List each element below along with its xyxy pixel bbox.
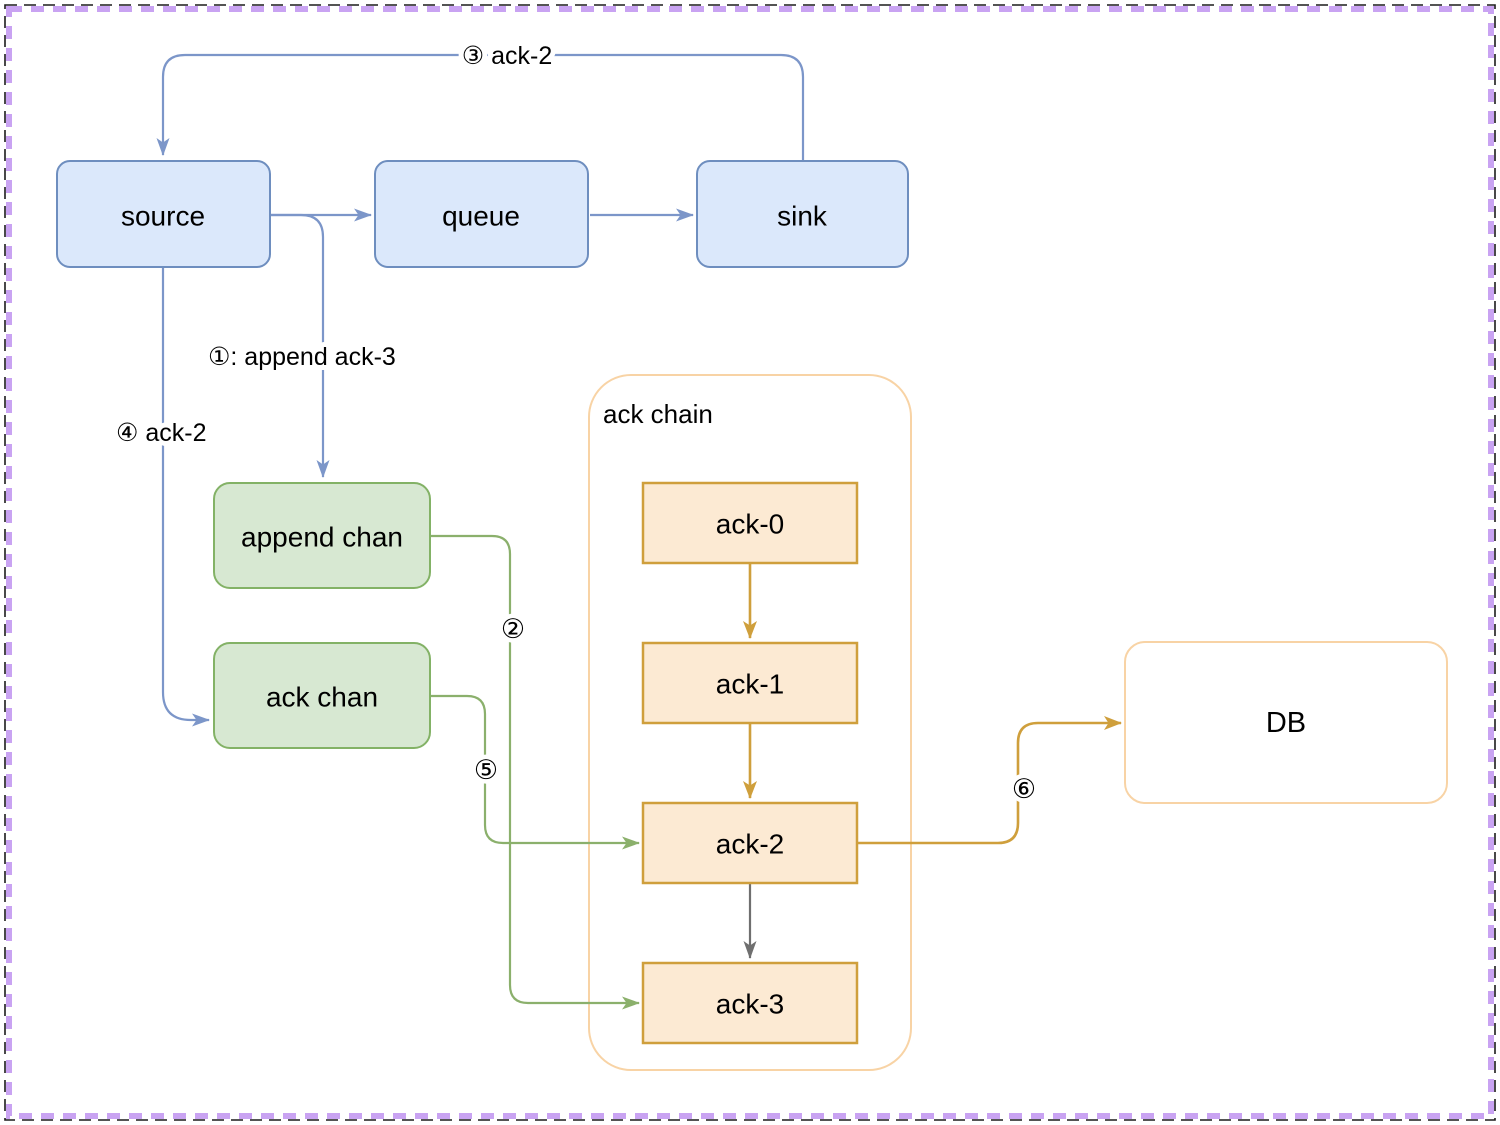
ack1-box xyxy=(641,641,859,725)
sink-box xyxy=(696,160,909,268)
node-source: source xyxy=(56,160,271,268)
edge-ack-chan-to-ack2 xyxy=(430,694,640,850)
edge-sink-to-source xyxy=(156,53,805,162)
node-db: DB xyxy=(1124,641,1448,804)
edge-label-step1: ①: append ack-3 xyxy=(208,343,396,371)
selection-border-purple xyxy=(6,6,1494,1119)
node-ack1: ack-1 xyxy=(641,641,859,725)
node-ack-chan: ack chan xyxy=(213,642,431,749)
edge-label-step5: ⑤ xyxy=(474,755,498,785)
edge-ack2-to-db xyxy=(857,716,1122,845)
selection-border-black xyxy=(4,4,1496,1121)
ack2-box xyxy=(641,801,859,885)
sink-label: sink xyxy=(777,201,828,232)
edge-source-to-ack-chan xyxy=(161,267,210,727)
edge-labels: ③ ack-2 ①: append ack-3 ④ ack-2 ② ⑤ ⑥ xyxy=(111,37,1041,809)
edges xyxy=(156,53,1122,1010)
node-queue: queue xyxy=(374,160,589,268)
node-append-chan: append chan xyxy=(213,482,431,589)
ack2-label: ack-2 xyxy=(716,829,784,860)
ack-chan-box xyxy=(213,642,431,749)
edge-label-step4: ④ ack-2 xyxy=(116,419,207,447)
node-ack0: ack-0 xyxy=(641,481,859,565)
edge-append-chan-to-ack3 xyxy=(430,534,640,1010)
ack1-label: ack-1 xyxy=(716,669,784,700)
node-ack2: ack-2 xyxy=(641,801,859,885)
ack0-box xyxy=(641,481,859,565)
node-ack3: ack-3 xyxy=(641,961,859,1045)
node-sink: sink xyxy=(696,160,909,268)
ack3-label: ack-3 xyxy=(716,989,784,1020)
db-label: DB xyxy=(1266,707,1306,739)
ack3-box xyxy=(641,961,859,1045)
ack-chain-title: ack chain xyxy=(603,399,713,429)
source-label: source xyxy=(121,201,205,232)
edge-source-to-append-chan xyxy=(270,213,330,478)
db-box xyxy=(1124,641,1448,804)
edge-label-step2: ② xyxy=(501,614,525,644)
ack-chan-label: ack chan xyxy=(266,682,378,713)
edge-label-step3: ③ ack-2 xyxy=(462,42,553,70)
queue-box xyxy=(374,160,589,268)
edge-label-step6: ⑥ xyxy=(1012,774,1036,804)
append-chan-label: append chan xyxy=(241,522,403,553)
queue-label: queue xyxy=(442,201,520,232)
ack0-label: ack-0 xyxy=(716,509,784,540)
source-box xyxy=(56,160,271,268)
append-chan-box xyxy=(213,482,431,589)
